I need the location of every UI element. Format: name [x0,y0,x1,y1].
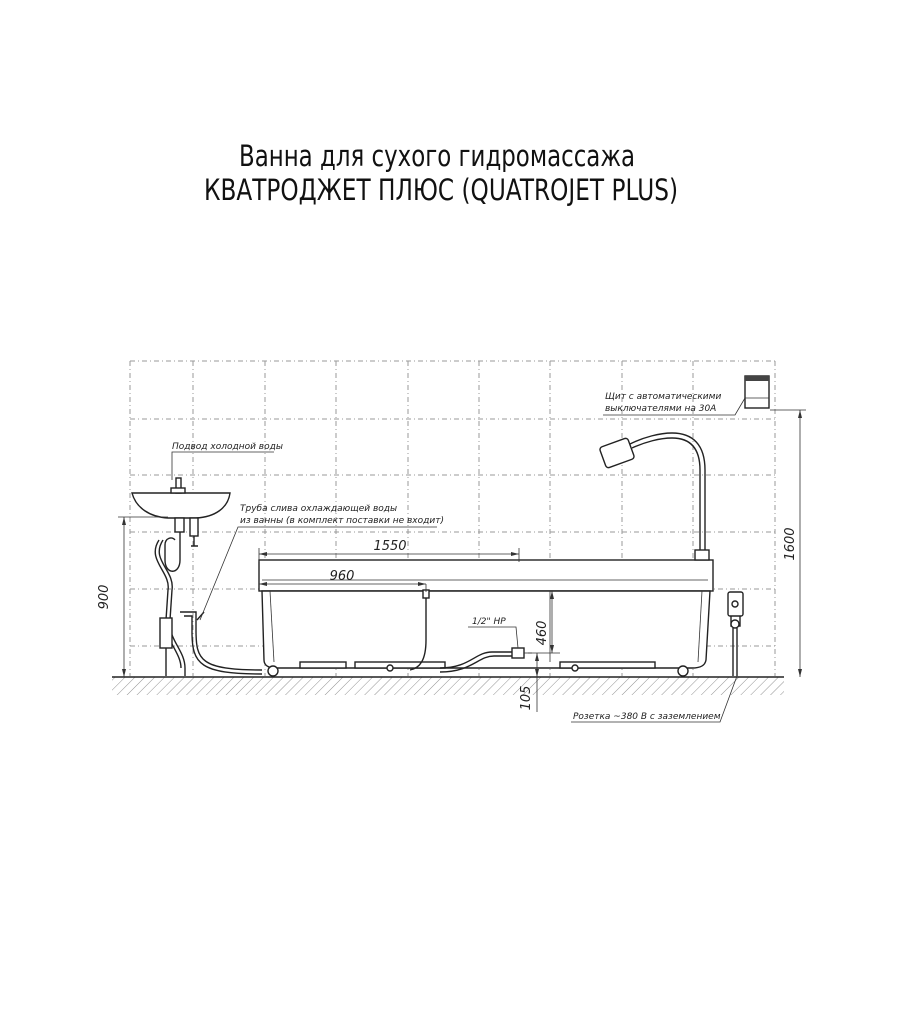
dim-900: 900 [97,585,112,610]
dim-1600: 1600 [783,527,798,560]
drain-label-line-1: Труба слива охлаждающей воды [240,504,397,514]
panel-label-line-2: выключателями на 30А [605,404,716,414]
power-socket [727,591,744,676]
lamp [599,432,710,561]
sink-drain-pipes [154,532,263,676]
leader-lines [171,397,746,723]
title-line-2: КВАТРОДЖЕТ ПЛЮС (QUATROJET PLUS) [204,173,678,207]
dimension-lines [118,409,806,712]
bath [258,559,714,677]
socket-label: Розетка ~380 В с заземлением [573,712,721,722]
cooling-hose [409,589,532,673]
dim-960: 960 [330,569,355,584]
sink [131,477,231,547]
dim-105: 105 [519,686,534,711]
drain-label-line-2: из ванны (в комплект поставки не входит) [240,516,444,526]
dim-1550: 1550 [373,539,406,554]
cold-water-label: Подвод холодной воды [172,442,283,452]
electrical-panel [744,375,770,409]
floor [112,676,784,695]
panel-label-line-1: Щит с автоматическими [605,392,721,402]
dim-460: 460 [535,621,550,646]
thread-label: 1/2" НР [472,617,506,627]
title-line-1: Ванна для сухого гидромассажа [239,139,635,173]
